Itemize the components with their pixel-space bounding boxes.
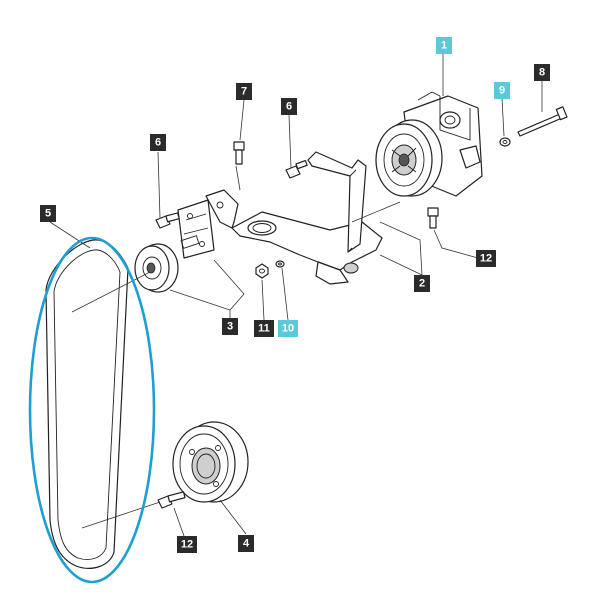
bolt-6-right bbox=[285, 159, 308, 179]
idler-bracket-assembly bbox=[134, 199, 215, 293]
callout-4-label: 4 bbox=[243, 538, 250, 550]
callout-3[interactable]: 3 bbox=[222, 318, 238, 335]
mounting-bracket bbox=[205, 151, 383, 285]
callout-9-label: 9 bbox=[499, 85, 505, 97]
callout-1[interactable]: 1 bbox=[436, 37, 452, 54]
callout-6-right[interactable]: 6 bbox=[281, 98, 297, 115]
callout-6-left[interactable]: 6 bbox=[150, 134, 166, 151]
callout-11[interactable]: 11 bbox=[254, 320, 274, 337]
washer-10 bbox=[275, 260, 285, 268]
bolt-12-lower bbox=[157, 491, 186, 509]
bolt-6-left bbox=[155, 212, 180, 229]
bolt-7 bbox=[233, 141, 245, 165]
callout-10-label: 10 bbox=[282, 323, 294, 335]
callout-12-upper[interactable]: 12 bbox=[476, 250, 496, 267]
callout-8[interactable]: 8 bbox=[534, 64, 550, 81]
callout-3-label: 3 bbox=[227, 321, 233, 333]
callout-6-left-label: 6 bbox=[155, 137, 161, 149]
callout-12-lower[interactable]: 12 bbox=[177, 536, 197, 553]
callout-12-lower-label: 12 bbox=[181, 539, 193, 551]
callout-1-label: 1 bbox=[441, 40, 447, 52]
callout-7-label: 7 bbox=[241, 86, 247, 98]
nut-11 bbox=[255, 263, 269, 279]
long-bolt-8 bbox=[517, 106, 568, 137]
callout-9[interactable]: 9 bbox=[494, 82, 510, 99]
callout-5[interactable]: 5 bbox=[40, 205, 56, 222]
callout-2[interactable]: 2 bbox=[414, 275, 430, 292]
callout-6-right-label: 6 bbox=[286, 101, 292, 113]
crank-pulley bbox=[172, 421, 249, 503]
compressor bbox=[375, 91, 483, 197]
callout-12-upper-label: 12 bbox=[480, 253, 492, 265]
callout-7[interactable]: 7 bbox=[236, 83, 252, 100]
belt-highlight-outline bbox=[28, 236, 156, 584]
leader-lines bbox=[49, 54, 543, 537]
callout-4[interactable]: 4 bbox=[238, 535, 254, 552]
callout-11-label: 11 bbox=[258, 323, 270, 335]
callout-8-label: 8 bbox=[539, 67, 545, 79]
callout-10[interactable]: 10 bbox=[278, 320, 298, 337]
callout-5-label: 5 bbox=[45, 208, 51, 220]
washer-9 bbox=[499, 137, 511, 147]
callout-2-label: 2 bbox=[419, 278, 425, 290]
bolt-12-upper bbox=[427, 207, 439, 229]
